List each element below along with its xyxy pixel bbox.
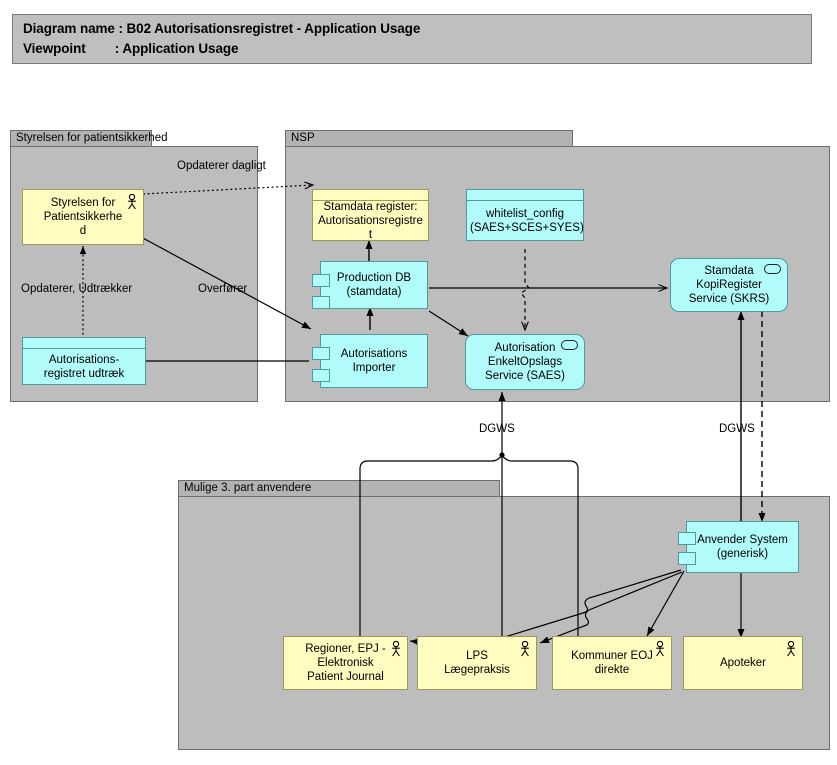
node-whitelist-config[interactable]: whitelist_config (SAES+SCES+SYES)	[466, 189, 584, 241]
node-label: Stamdata KopiRegister Service (SKRS)	[688, 265, 770, 305]
node-label: Anvender System (generisk)	[697, 534, 788, 560]
viewpoint-line: Viewpoint : Application Usage	[23, 41, 239, 56]
label-overfoerer: Overfører	[198, 283, 248, 295]
data-object-icon	[23, 338, 145, 349]
diagram-title-banner: Diagram name : B02 Autorisationsregistre…	[12, 14, 812, 64]
node-regioner-epj[interactable]: Regioner, EPJ - Elektronisk Patient Jour…	[283, 636, 408, 690]
diagram-name-line: Diagram name : B02 Autorisationsregistre…	[23, 21, 421, 36]
node-stamdata-register-autorisationsregistret[interactable]: Stamdata register: Autorisationsregistre…	[312, 189, 429, 241]
component-icon	[312, 274, 330, 287]
dgws-left-junction	[499, 452, 505, 458]
node-label: Kommuner EOJ direkte	[571, 650, 653, 676]
actor-icon	[521, 641, 529, 657]
node-label: Apoteker	[719, 657, 767, 669]
group-styrelsen-label: Styrelsen for patientsikkerhed	[10, 130, 168, 147]
node-autorisationsregistret-udtraek[interactable]: Autorisations- registret udtræk	[22, 337, 146, 385]
node-autorisations-importer[interactable]: Autorisations Importer	[312, 334, 428, 388]
service-icon	[561, 340, 578, 350]
node-anvender-system[interactable]: Anvender System (generisk)	[678, 521, 799, 573]
actor-icon	[787, 641, 795, 657]
node-label: Styrelsen for Patientsikkerhe d	[43, 197, 123, 237]
actor-icon	[128, 194, 136, 210]
component-icon	[678, 552, 696, 565]
node-label: Stamdata register: Autorisationsregistre…	[318, 200, 423, 241]
node-autorisation-enkeltopslags-service-saes[interactable]: Autorisation EnkeltOpslags Service (SAES…	[465, 334, 585, 390]
node-kommuner-eoj-direkte[interactable]: Kommuner EOJ direkte	[552, 636, 672, 690]
component-icon	[312, 347, 330, 360]
label-dgws-right: DGWS	[719, 423, 755, 435]
data-object-icon	[467, 190, 583, 201]
label-opdaterer-udtraekker: Opdaterer, Udtrækker	[21, 283, 133, 295]
node-label: Regioner, EPJ - Elektronisk Patient Jour…	[305, 643, 386, 683]
actor-icon	[392, 641, 400, 657]
node-label: Autorisations- registret udtræk	[43, 353, 125, 380]
node-label: LPS Lægepraksis	[444, 650, 510, 676]
group-nsp-label: NSP	[285, 130, 573, 147]
node-label: Autorisations Importer	[340, 348, 408, 374]
node-production-db[interactable]: Production DB (stamdata)	[312, 261, 428, 309]
node-apoteker[interactable]: Apoteker	[683, 636, 803, 690]
node-styrelsen-for-patientsikkerhed[interactable]: Styrelsen for Patientsikkerhe d	[22, 189, 144, 245]
node-stamdata-kopiregister-service-skrs[interactable]: Stamdata KopiRegister Service (SKRS)	[670, 258, 788, 312]
label-dgws-left: DGWS	[479, 423, 515, 435]
actor-icon	[656, 641, 664, 657]
node-label: Production DB (stamdata)	[336, 272, 412, 298]
component-icon	[312, 369, 330, 382]
node-label: Autorisation EnkeltOpslags Service (SAES…	[485, 342, 565, 382]
component-icon	[312, 296, 330, 309]
component-icon	[678, 532, 696, 545]
node-lps-laegepraksis[interactable]: LPS Lægepraksis	[417, 636, 537, 690]
service-icon	[764, 264, 781, 274]
node-label: whitelist_config (SAES+SCES+SYES)	[470, 207, 584, 234]
group-third-party-label: Mulige 3. part anvendere	[178, 480, 500, 497]
label-opdaterer-dagligt: Opdaterer dagligt	[177, 160, 266, 172]
